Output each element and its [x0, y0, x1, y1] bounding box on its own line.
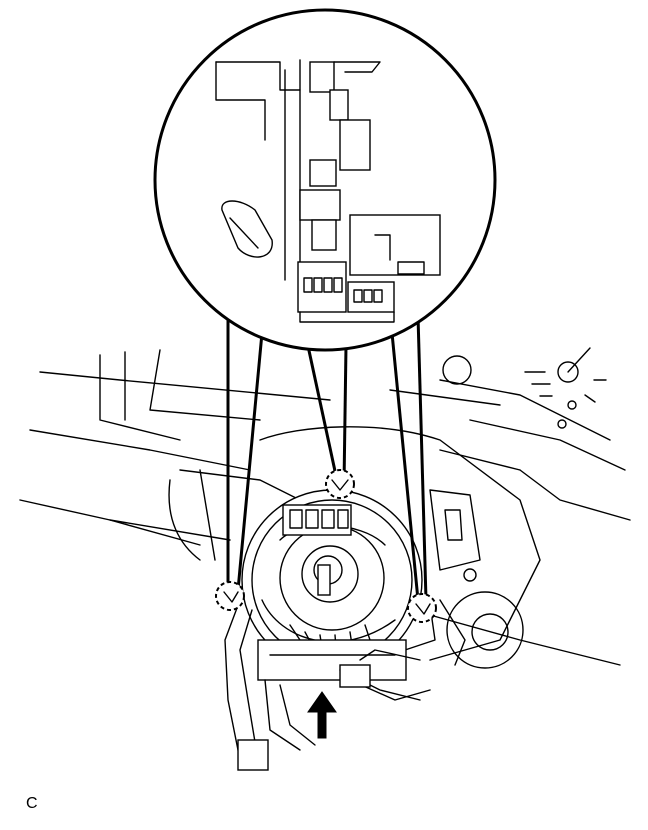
up-arrow-icon — [307, 691, 337, 739]
figure-label: C — [26, 795, 38, 812]
magnified-detail-view — [153, 8, 497, 352]
claw-callout-left — [215, 581, 245, 611]
dashboard-structure — [19, 347, 631, 666]
claw-callout-right — [407, 593, 437, 623]
steering-column-body — [109, 426, 541, 669]
callout-leader-lines — [226, 314, 428, 601]
wire-harness — [224, 599, 431, 771]
spiral-cable-assembly — [241, 489, 423, 681]
claw-callout-top — [325, 469, 355, 499]
